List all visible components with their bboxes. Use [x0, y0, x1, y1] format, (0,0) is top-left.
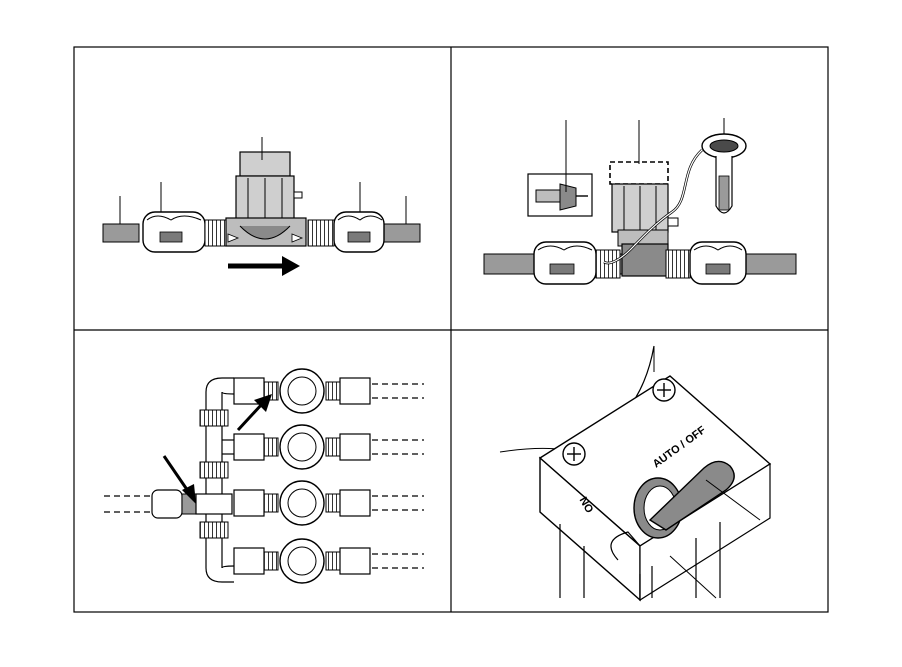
valve-body	[226, 152, 306, 246]
pipe-stub-right	[384, 224, 420, 242]
connector-detail-inset	[528, 174, 592, 216]
coupling-right	[308, 212, 384, 252]
panel-3-valve-manifold	[104, 369, 424, 583]
coupling-left	[143, 212, 231, 252]
pipe-stub-left	[103, 224, 139, 242]
removable-cap-outline	[610, 162, 668, 184]
panel-2-sensor-connection	[484, 118, 796, 284]
panel-4-mode-switch: AUTO / OFF ON	[500, 346, 770, 600]
valve-pointer-arrow-shaft	[238, 404, 262, 430]
solenoid-cap	[240, 152, 290, 176]
inlet-coupling	[152, 490, 182, 518]
screw-top	[653, 379, 675, 401]
manifold-valve-4	[234, 539, 424, 583]
flow-direction-arrow-head	[282, 256, 300, 276]
manifold-valve-2	[222, 425, 424, 469]
sensor-probe	[702, 134, 746, 213]
p2-coupling-right	[666, 242, 746, 284]
panel-1-valve-installation	[103, 137, 420, 276]
manifold-valve-3	[234, 481, 424, 525]
screw-left	[563, 443, 585, 465]
